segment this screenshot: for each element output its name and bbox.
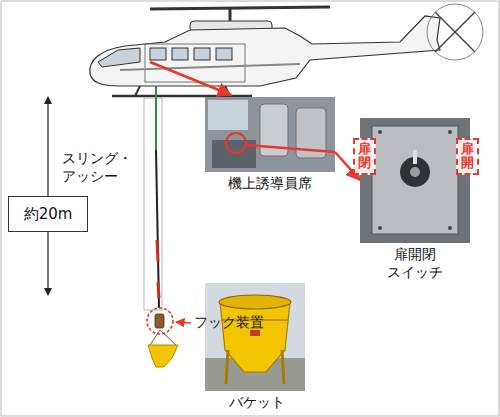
bucket-body <box>220 302 290 372</box>
pointer-arrow <box>150 62 231 95</box>
switch-dial-center <box>410 167 420 177</box>
photo-window <box>208 100 248 130</box>
door-open-tag: 扉開 <box>456 138 479 175</box>
bucket-rim <box>219 295 291 309</box>
cabin-window <box>150 48 166 60</box>
panel-screw <box>378 226 382 230</box>
tail-rotor-blade <box>435 12 475 52</box>
sling-outline <box>144 98 162 310</box>
sling-cable <box>156 150 159 308</box>
skid-strut <box>135 86 140 96</box>
photo-highlight <box>226 133 246 153</box>
photo-panel: バケット <box>205 283 309 412</box>
part-label: フック装置 <box>194 314 264 332</box>
panel-screw <box>378 130 382 134</box>
photo-caption: 扉開閉 スイッチ <box>383 246 447 281</box>
leader-arrow <box>176 322 191 323</box>
photo-area <box>205 283 309 391</box>
arrow-head <box>44 288 52 296</box>
cockpit-window <box>98 48 140 67</box>
part-label: スリング・ アッシー <box>62 150 140 185</box>
switch-lever <box>413 150 417 164</box>
photo-ground <box>205 97 335 172</box>
cabin-window <box>194 48 210 60</box>
panel-screw <box>448 226 452 230</box>
dimension-box: 約20m <box>8 196 88 232</box>
switch-marking: 扉閉 <box>358 142 371 171</box>
hook-body <box>155 314 164 328</box>
main-rotor <box>150 7 330 9</box>
cabin-door <box>145 44 245 82</box>
hook-device <box>147 308 178 367</box>
seat-photo <box>205 97 335 172</box>
dimension-text: 約20m <box>24 205 73 224</box>
panel-screw <box>448 130 452 134</box>
sling-assembly <box>144 86 162 310</box>
switch-marking: 扉開 <box>461 142 474 171</box>
photo-ground <box>205 283 305 391</box>
cabin-window <box>172 48 188 60</box>
bucket-rope <box>160 330 176 345</box>
sling-cable <box>155 86 157 150</box>
photo-ground <box>360 118 470 243</box>
photo-panel: 機上誘導員席 <box>205 97 335 193</box>
bucket-leg <box>282 350 284 384</box>
skid <box>112 95 252 98</box>
tail-rotor-disc <box>427 4 483 60</box>
cabin-window <box>216 48 232 60</box>
bucket-leg <box>226 350 228 384</box>
bucket-rope <box>150 330 160 345</box>
bucket-handle <box>250 330 260 336</box>
bucket-icon <box>148 345 178 367</box>
switch-photo <box>360 118 470 243</box>
helicopter <box>90 4 483 96</box>
photo-caption: バケット <box>205 394 309 412</box>
tail-rotor-blade <box>435 12 475 52</box>
pointer-line <box>246 145 335 152</box>
photo-area <box>360 118 470 243</box>
switch-panel <box>372 126 458 234</box>
bucket-photo <box>205 283 305 391</box>
photo-area <box>205 97 335 172</box>
door-close-tag: 扉閉 <box>353 138 376 175</box>
photo-panel: 扉開閉 スイッチ扉閉扉開 <box>360 118 470 281</box>
sling-marker <box>157 240 158 262</box>
fuselage <box>90 16 440 86</box>
photo-caption: 機上誘導員席 <box>214 175 326 193</box>
sling-marker <box>158 282 159 298</box>
arrow-head <box>44 96 52 104</box>
body-stripe <box>120 64 300 70</box>
